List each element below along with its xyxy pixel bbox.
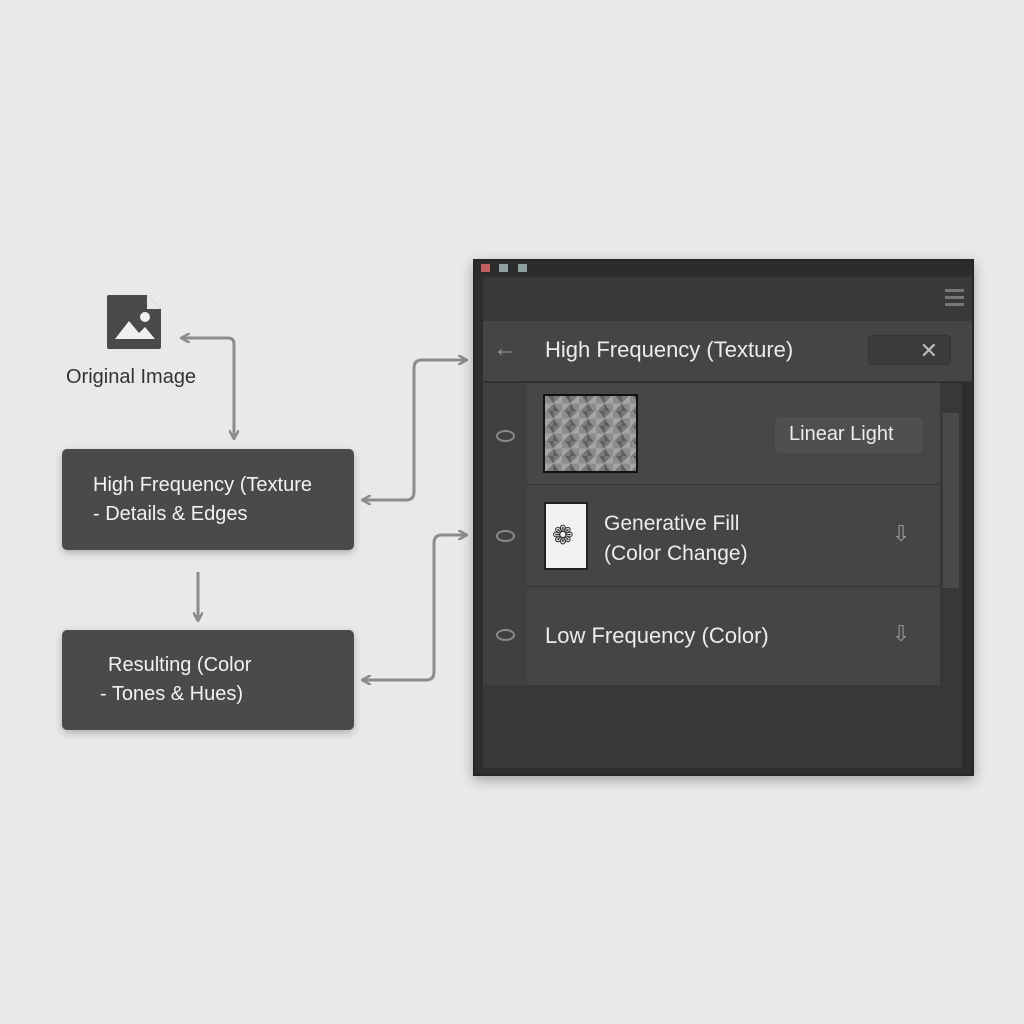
window-maximize-dot[interactable] xyxy=(518,264,527,272)
layer-name: Low Frequency (Color) xyxy=(545,623,769,648)
arrow-high-to-panel xyxy=(363,360,466,500)
blend-mode-chip[interactable]: Linear Light xyxy=(775,417,923,453)
image-file-icon xyxy=(107,295,161,349)
scrollbar-thumb[interactable] xyxy=(943,413,959,588)
layer-row-generative-fill[interactable]: ❁ Generative Fill (Color Change) ⇩ xyxy=(527,485,940,587)
arrow-down-icon[interactable]: ⇩ xyxy=(892,621,911,646)
arrow-result-to-panel xyxy=(363,535,466,680)
result-box-line2: - Tones & Hues) xyxy=(100,683,244,705)
eye-icon[interactable] xyxy=(496,530,515,542)
high-frequency-box: High Frequency (Texture - Details & Edge… xyxy=(62,449,354,550)
window-close-dot[interactable] xyxy=(481,264,490,272)
window-minimize-dot[interactable] xyxy=(499,264,508,272)
original-image-label: Original Image xyxy=(66,366,197,388)
empty-panel-area xyxy=(483,685,940,768)
eye-icon[interactable] xyxy=(496,629,515,641)
layer-name: Generative Fill (Color Change) xyxy=(604,512,748,565)
high-box-line2: - Details & Edges xyxy=(93,503,248,525)
panel-title: High Frequency (Texture) xyxy=(545,337,794,362)
resulting-box: Resulting (Color - Tones & Hues) xyxy=(62,630,354,730)
generative-fill-thumbnail: ❁ xyxy=(544,502,588,570)
panel-header: ← High Frequency (Texture) ✕ xyxy=(483,321,972,382)
title-bar xyxy=(475,261,972,275)
hamburger-icon[interactable] xyxy=(945,289,964,306)
layers-panel: ← High Frequency (Texture) ✕ Linear Ligh… xyxy=(473,259,974,776)
close-icon: ✕ xyxy=(919,338,938,363)
toolbar xyxy=(483,277,972,321)
blend-mode-label: Linear Light xyxy=(789,423,894,445)
arrow-left-icon[interactable]: ← xyxy=(493,335,517,362)
high-box-line1: High Frequency (Texture xyxy=(93,474,312,496)
result-box-line1: Resulting (Color xyxy=(108,654,252,676)
texture-thumbnail xyxy=(543,394,638,473)
arrow-down-icon[interactable]: ⇩ xyxy=(892,521,911,546)
arrow-original-to-high xyxy=(182,338,234,438)
scrollbar-track[interactable] xyxy=(940,383,962,768)
layer-row-low-frequency[interactable]: Low Frequency (Color) ⇩ xyxy=(527,587,940,685)
layer-row-high-frequency[interactable]: Linear Light xyxy=(527,383,940,485)
eye-icon[interactable] xyxy=(496,430,515,442)
close-button[interactable]: ✕ xyxy=(868,335,951,365)
swirl-logo-icon: ❁ xyxy=(552,520,574,550)
